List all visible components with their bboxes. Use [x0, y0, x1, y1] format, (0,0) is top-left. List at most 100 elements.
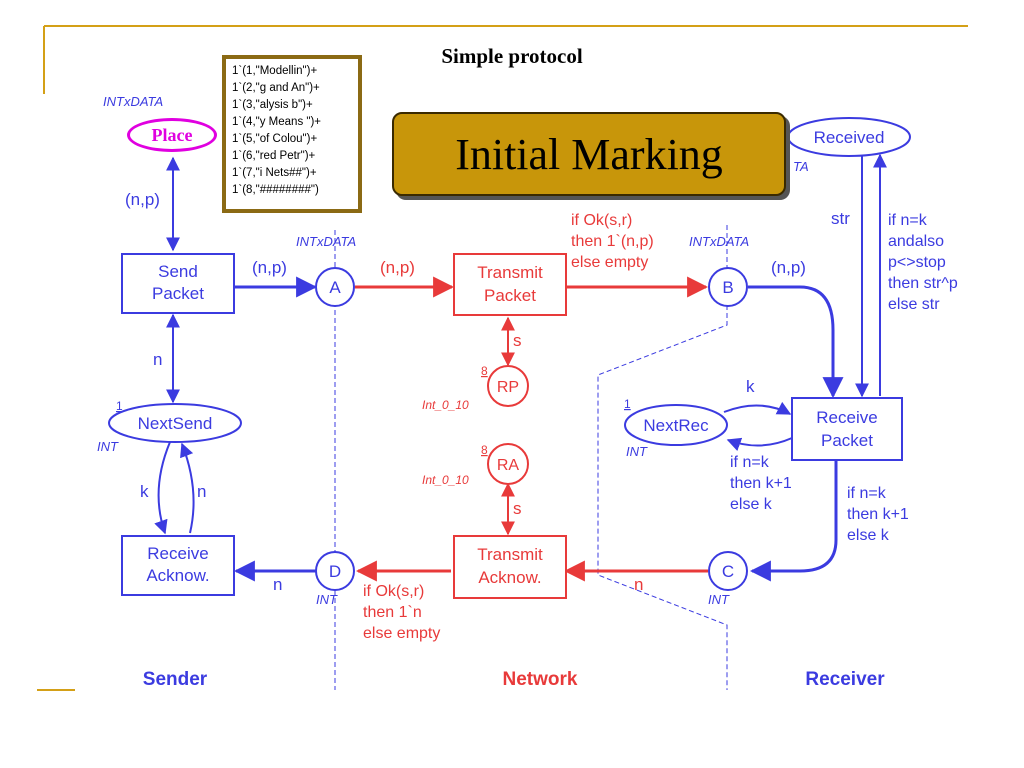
type-d: INT — [316, 592, 338, 607]
inscription-k-update-b-3: else k — [847, 527, 890, 544]
initial-marking-callout: Initial Marking — [392, 112, 786, 196]
place-received — [787, 117, 911, 157]
label-receive-packet-2: Packet — [821, 431, 873, 450]
label-place-b: B — [722, 278, 733, 297]
inscription-s-bottom: s — [513, 499, 522, 518]
inscription-c-transmitack: n — [634, 575, 643, 594]
type-b: INTxDATA — [689, 234, 749, 249]
inscription-str-5: else str — [888, 296, 940, 313]
inscription-k-update-a-1: if n=k — [730, 454, 770, 471]
inscription-str-1: if n=k — [888, 212, 928, 229]
inscription-ok-packet-2: then 1`(n,p) — [571, 233, 654, 250]
label-receive-acknow-2: Acknow. — [146, 566, 209, 585]
section-receiver: Receiver — [805, 669, 885, 690]
label-place-nextrec: NextRec — [643, 416, 709, 435]
transition-transmit-packet — [453, 253, 567, 316]
place-b — [708, 267, 748, 307]
label-receive-acknow-1: Receive — [147, 544, 208, 563]
transition-receive-acknow — [121, 535, 235, 596]
type-nextrec: INT — [626, 444, 648, 459]
inscription-k-right: k — [746, 377, 755, 396]
label-place-c: C — [722, 562, 734, 581]
slide-title: Simple protocol — [441, 44, 583, 68]
label-place-a: A — [329, 278, 341, 297]
type-rp: Int_0_10 — [422, 398, 469, 412]
transition-transmit-acknow — [453, 535, 567, 599]
label-send-packet-2: Packet — [152, 284, 204, 303]
marking-line: 1`(3,"alysis b")+ — [232, 99, 313, 111]
inscription-k-update-a-3: else k — [730, 496, 773, 513]
inscription-ok-packet-3: else empty — [571, 254, 648, 271]
marking-rp: 8 — [481, 364, 488, 378]
label-place-rp: RP — [497, 379, 519, 396]
arc-b-receivepacket — [748, 285, 844, 399]
label-place-received: Received — [814, 128, 885, 147]
label-transmit-acknow-2: Acknow. — [478, 568, 541, 587]
inscription-str-4: then str^p — [888, 275, 958, 292]
arc-nextsend-receiveack — [154, 441, 171, 535]
arc-receivepacket-c — [749, 460, 838, 582]
divider-network-receiver — [597, 225, 728, 690]
inscription-k-update-b-2: then k+1 — [847, 506, 909, 523]
inscription-ok-packet-1: if Ok(s,r) — [571, 212, 632, 229]
marking-line: 1`(1,"Modellin")+ — [232, 65, 318, 77]
marking-line: 1`(4,"y Means ")+ — [232, 116, 322, 128]
inscription-str-2: andalso — [888, 233, 944, 250]
label-place-nextsend: NextSend — [138, 414, 213, 433]
inscription-str: str — [831, 209, 850, 228]
transition-receive-packet — [791, 397, 903, 461]
place-rp — [487, 365, 529, 407]
type-ra: Int_0_10 — [422, 473, 469, 487]
inscription-place-send: (n,p) — [125, 190, 160, 209]
initial-marking-box: 1`(1,"Modellin")+ 1`(2,"g and An")+ 1`(3… — [222, 55, 362, 213]
marking-ra: 8 — [481, 443, 488, 457]
label-receive-packet-1: Receive — [816, 408, 877, 427]
inscription-d-receiveack: n — [273, 575, 282, 594]
inscription-k-update-b-1: if n=k — [847, 485, 887, 502]
type-a: INTxDATA — [296, 234, 356, 249]
marking-line: 1`(8,"########") — [232, 184, 319, 196]
label-transmit-packet-2: Packet — [484, 286, 536, 305]
label-send-packet-1: Send — [158, 262, 198, 281]
label-place-ra: RA — [497, 457, 520, 474]
type-nextsend: INT — [97, 439, 119, 454]
label-transmit-acknow-1: Transmit — [477, 545, 543, 564]
arc-receivepacket-nextrec — [726, 437, 793, 451]
inscription-send-nextsend: n — [153, 350, 162, 369]
inscription-b-receive: (n,p) — [771, 258, 806, 277]
marking-nextrec: 1 — [624, 397, 631, 411]
marking-line: 1`(7,"i Nets##")+ — [232, 167, 317, 179]
inscription-str-3: p<>stop — [888, 254, 946, 271]
arc-nextrec-receivepacket — [723, 401, 792, 415]
inscription-ok-ack-3: else empty — [363, 625, 440, 642]
inscription-ok-ack-1: if Ok(s,r) — [363, 583, 424, 600]
marking-line: 1`(5,"of Colou")+ — [232, 133, 318, 145]
section-network: Network — [503, 669, 578, 690]
place-c — [708, 551, 748, 591]
label-place-d: D — [329, 562, 341, 581]
transition-send-packet — [121, 253, 235, 314]
place-highlight: Place — [127, 118, 217, 152]
marking-line: 1`(6,"red Petr")+ — [232, 150, 316, 162]
marking-nextsend: 1 — [116, 399, 123, 413]
inscription-s-top: s — [513, 331, 522, 350]
inscription-send-a: (n,p) — [252, 258, 287, 277]
type-received: TA — [793, 159, 809, 174]
inscription-n-left: n — [197, 482, 206, 501]
inscription-k-left: k — [140, 482, 149, 501]
inscription-ok-ack-2: then 1`n — [363, 604, 422, 621]
place-a — [315, 267, 355, 307]
marking-line: 1`(2,"g and An")+ — [232, 82, 320, 94]
type-c: INT — [708, 592, 730, 607]
section-sender: Sender — [143, 669, 208, 690]
place-ra — [487, 443, 529, 485]
place-nextrec — [624, 404, 728, 446]
label-transmit-packet-1: Transmit — [477, 263, 543, 282]
place-nextsend — [108, 403, 242, 443]
type-place: INTxDATA — [103, 94, 163, 109]
inscription-a-transmit: (n,p) — [380, 258, 415, 277]
place-d — [315, 551, 355, 591]
arc-receiveack-nextsend — [180, 442, 195, 534]
